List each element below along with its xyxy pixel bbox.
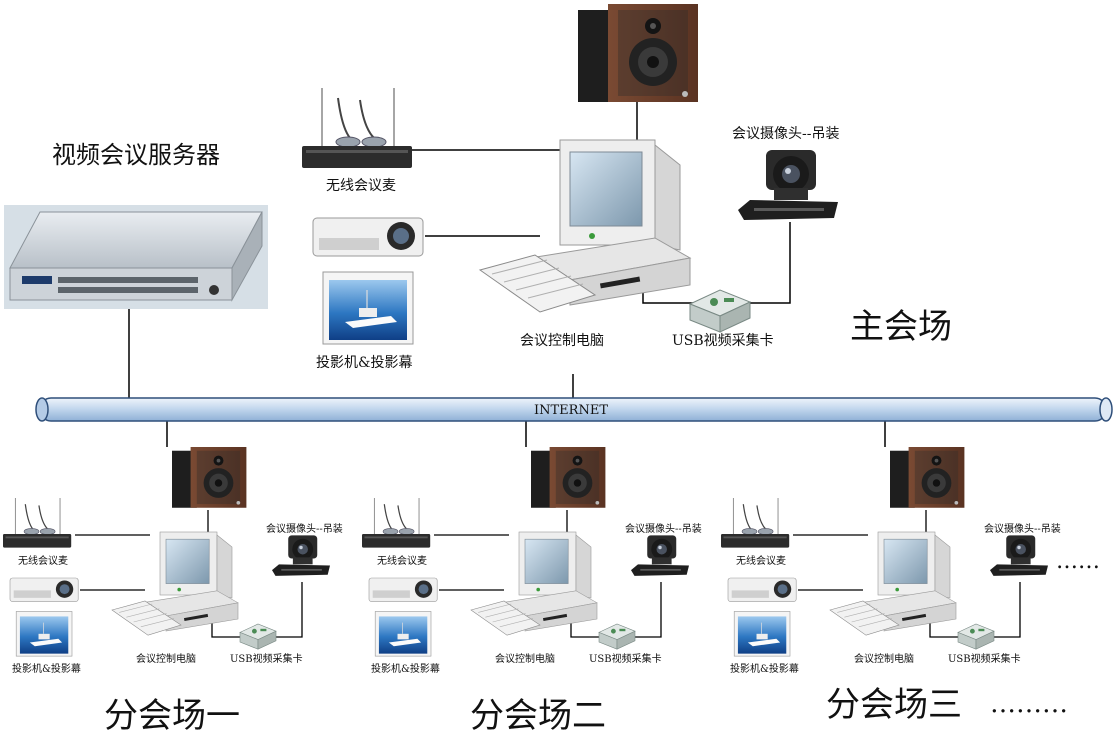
- branch-3-connections: [793, 510, 1021, 638]
- internet-label: INTERNET: [534, 403, 608, 418]
- branch-2-projector-label: 投影机&投影幕: [371, 662, 440, 675]
- branch-3-mic: [720, 497, 790, 549]
- branch-1-camera-label: 会议摄像头--吊装: [266, 522, 343, 535]
- branch-1-computer: [111, 531, 239, 636]
- branch-3-usb: [957, 623, 995, 650]
- main-camera-label: 会议摄像头--吊装: [732, 126, 839, 142]
- branch-1-projector-label: 投影机&投影幕: [12, 662, 81, 675]
- branch-3-projector-label: 投影机&投影幕: [730, 662, 799, 675]
- branch-2-mic-label: 无线会议麦: [377, 554, 427, 567]
- branch-2-computer-label: 会议控制电脑: [495, 652, 555, 665]
- main-projector-label: 投影机&投影幕: [316, 355, 412, 371]
- main-computer-label: 会议控制电脑: [520, 333, 604, 349]
- branch-1-usb-label: USB视频采集卡: [230, 652, 303, 665]
- branch-venue-2: 无线会议麦 投影机&投影幕 会议控制电脑 会议摄像头--吊装 USB视频采集卡 …: [361, 447, 702, 736]
- server-image: [4, 205, 268, 309]
- branch-1-usb: [239, 623, 277, 650]
- main-projector: [312, 217, 424, 345]
- branch-3-camera: [990, 535, 1048, 576]
- main-camera: [738, 150, 838, 220]
- branch-2-projector: [368, 577, 438, 657]
- branch-3-usb-label: USB视频采集卡: [948, 652, 1021, 665]
- main-venue-title: 主会场: [850, 307, 952, 347]
- branch-2-speaker: [531, 447, 606, 508]
- branch-1-mic-label: 无线会议麦: [18, 554, 68, 567]
- branch-3-speaker: [890, 447, 965, 508]
- internet-pipe: [35, 397, 1113, 422]
- branch-1-projector: [9, 577, 79, 657]
- main-mic: [301, 87, 413, 169]
- main-venue-connections: [128, 100, 886, 447]
- ellipsis-right: ……: [1056, 549, 1100, 574]
- branch-2-usb: [598, 623, 636, 650]
- branch-1-computer-label: 会议控制电脑: [136, 652, 196, 665]
- main-computer: [479, 139, 691, 313]
- branch-3-projector: [727, 577, 797, 657]
- branch-3-title: 分会场三: [826, 685, 962, 725]
- server-title: 视频会议服务器: [52, 141, 220, 169]
- branch-3-camera-label: 会议摄像头--吊装: [984, 522, 1061, 535]
- branch-2-camera-label: 会议摄像头--吊装: [625, 522, 702, 535]
- branch-1-connections: [75, 510, 303, 638]
- branch-2-usb-label: USB视频采集卡: [589, 652, 662, 665]
- branch-1-speaker: [172, 447, 247, 508]
- branch-3-computer-label: 会议控制电脑: [854, 652, 914, 665]
- ellipsis-bottom: ………: [990, 689, 1068, 719]
- main-usb-capture: [689, 289, 751, 333]
- branch-1-mic: [2, 497, 72, 549]
- branch-3-mic-label: 无线会议麦: [736, 554, 786, 567]
- branch-1-camera: [272, 535, 330, 576]
- main-speaker: [578, 4, 698, 102]
- branch-3-computer: [829, 531, 957, 636]
- branch-2-mic: [361, 497, 431, 549]
- branch-venue-1: 无线会议麦 投影机&投影幕 会议控制电脑 会议摄像头--吊装 USB视频采集卡 …: [2, 447, 343, 736]
- branch-2-title: 分会场二: [470, 696, 606, 736]
- branch-2-computer: [470, 531, 598, 636]
- branch-1-title: 分会场一: [104, 696, 240, 736]
- main-usb-label: USB视频采集卡: [672, 332, 774, 349]
- main-mic-label: 无线会议麦: [326, 178, 396, 194]
- branch-2-camera: [631, 535, 689, 576]
- branch-venue-3: 无线会议麦 投影机&投影幕 会议控制电脑 会议摄像头--吊装 USB视频采集卡 …: [720, 447, 1061, 725]
